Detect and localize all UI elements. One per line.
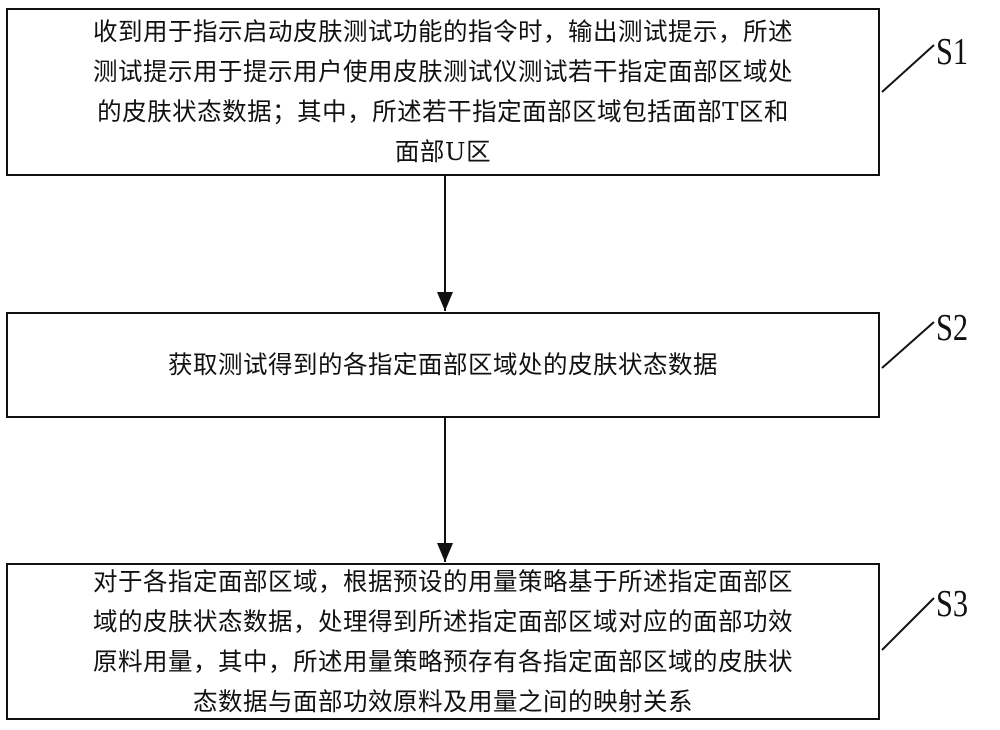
arrow-head-s2-s3 <box>437 543 453 562</box>
step-label-s1: S1 <box>936 31 969 73</box>
step-label-s3: S3 <box>936 583 969 625</box>
step-text-line: 对于各指定面部区域，根据预设的用量策略基于所述指定面部区 <box>93 566 793 596</box>
step-text-line: 域的皮肤状态数据，处理得到所述指定面部区域对应的面部功效 <box>93 606 793 636</box>
leader-s1 <box>881 44 935 93</box>
step-text-line: 面部U区 <box>394 137 492 166</box>
step-box-s1: 收到用于指示启动皮肤测试功能的指令时，输出测试提示，所述 测试提示用于提示用户使… <box>6 8 880 176</box>
step-box-s3: 对于各指定面部区域，根据预设的用量策略基于所述指定面部区 域的皮肤状态数据，处理… <box>6 563 880 720</box>
leader-s2 <box>881 321 935 369</box>
leader-s3 <box>881 597 935 651</box>
step-box-s2: 获取测试得到的各指定面部区域处的皮肤状态数据 <box>6 312 880 418</box>
step-text-line: 获取测试得到的各指定面部区域处的皮肤状态数据 <box>168 350 718 379</box>
step-text-line: 的皮肤状态数据；其中，所述若干指定面部区域包括面部T区和 <box>97 97 789 126</box>
step-label-s2: S2 <box>936 307 969 349</box>
step-text-line: 原料用量，其中，所述用量策略预存有各指定面部区域的皮肤状 <box>93 646 793 676</box>
step-text-line: 态数据与面部功效原料及用量之间的映射关系 <box>193 686 693 716</box>
step-text-line: 测试提示用于提示用户使用皮肤测试仪测试若干指定面部区域处 <box>93 57 793 86</box>
arrow-head-s1-s2 <box>437 292 453 311</box>
step-text-line: 收到用于指示启动皮肤测试功能的指令时，输出测试提示，所述 <box>93 17 793 46</box>
